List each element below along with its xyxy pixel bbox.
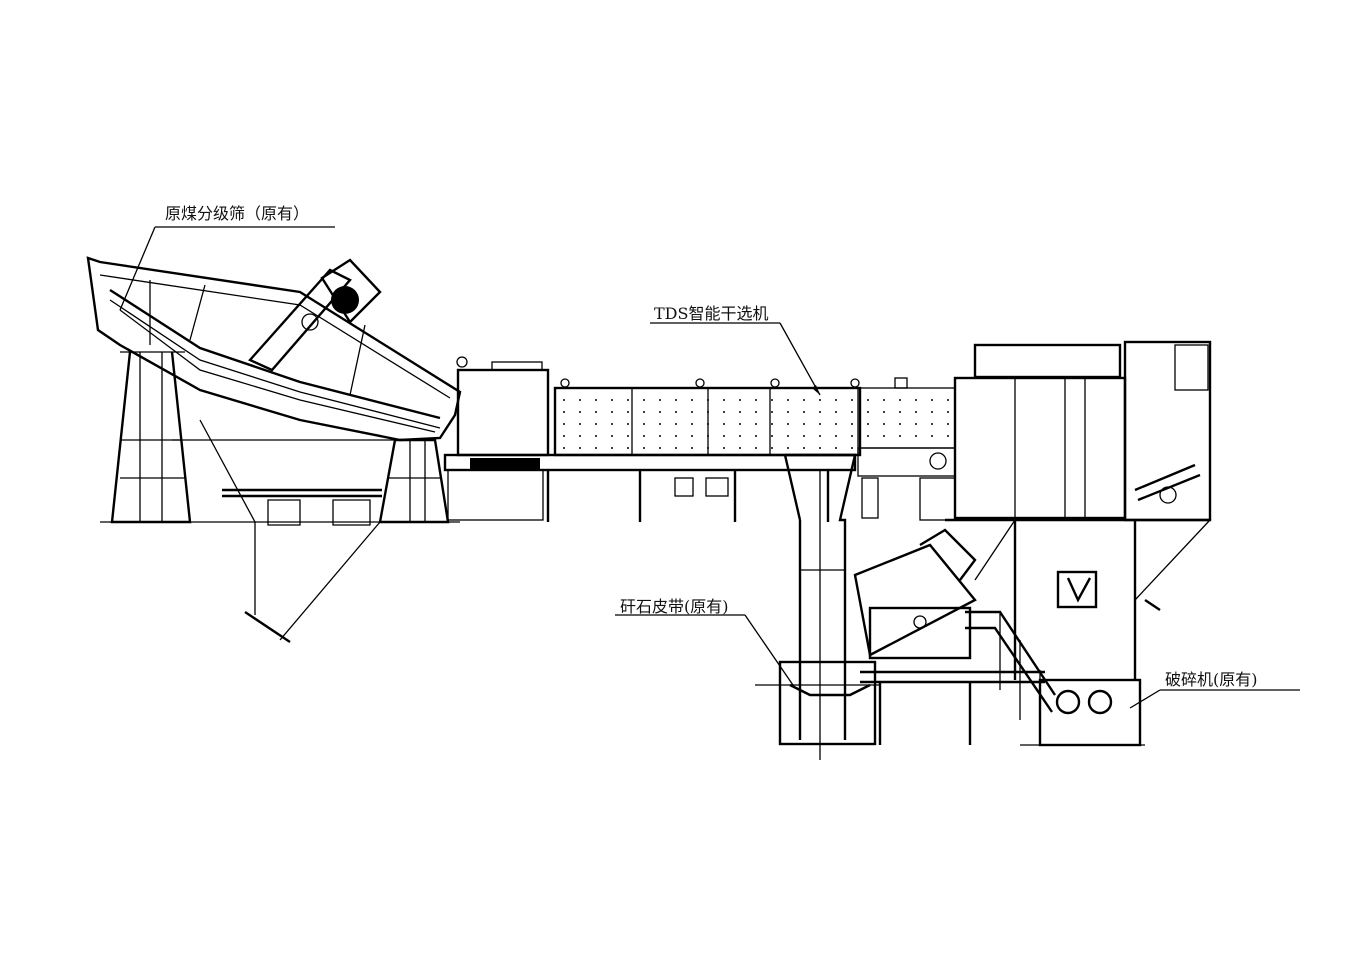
label-tds-dryer: TDS智能干选机 xyxy=(654,304,769,323)
gangue-chute xyxy=(755,453,880,760)
crusher-section xyxy=(945,340,1212,747)
label-crusher: 破碎机(原有) xyxy=(1165,670,1258,689)
leader-lines xyxy=(119,226,1300,709)
tds-dryer xyxy=(443,356,956,522)
screen-drive-unit xyxy=(248,258,382,372)
leader-screen xyxy=(119,226,335,311)
label-gangue-belt: 矸石皮带(原有) xyxy=(620,597,729,616)
leader-gangue-belt xyxy=(615,614,796,689)
leader-crusher xyxy=(1129,689,1300,709)
leader-dryer xyxy=(650,322,821,396)
label-classifying-screen: 原煤分级筛（原有） xyxy=(165,204,310,223)
platform-stairs xyxy=(853,528,1057,745)
classifying-screen xyxy=(86,256,462,643)
